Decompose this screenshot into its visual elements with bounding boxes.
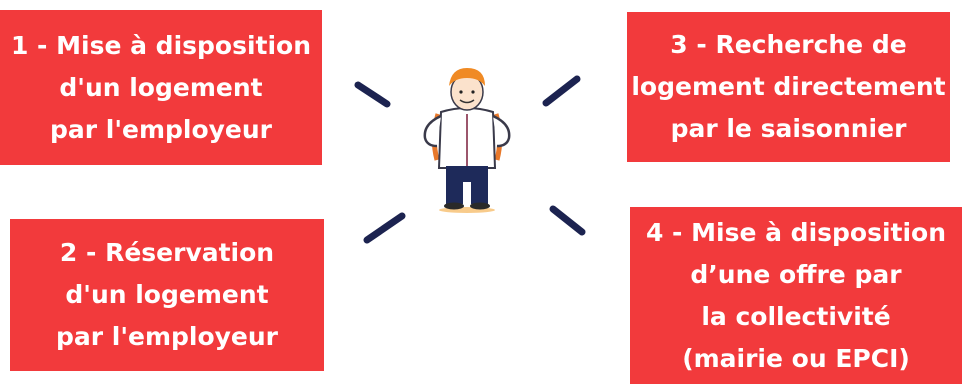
connector-bottom-left bbox=[367, 216, 402, 240]
option-2-box: 2 - Réservation d'un logement par l'empl… bbox=[10, 219, 324, 371]
option-1-line-2: d'un logement bbox=[59, 67, 262, 109]
connector-top-left bbox=[358, 85, 387, 104]
option-2-line-3: par l'employeur bbox=[56, 316, 278, 358]
option-4-box: 4 - Mise à disposition d’une offre par l… bbox=[630, 207, 962, 384]
seasonal-worker-figure-icon bbox=[345, 42, 610, 257]
option-3-line-1: 3 - Recherche de bbox=[670, 24, 906, 66]
option-3-line-2: logement directement bbox=[631, 66, 945, 108]
option-4-line-2: d’une offre par bbox=[690, 254, 901, 296]
option-1-line-3: par l'employeur bbox=[50, 109, 272, 151]
option-1-line-1: 1 - Mise à disposition bbox=[11, 25, 311, 67]
option-3-box: 3 - Recherche de logement directement pa… bbox=[627, 12, 950, 162]
connector-bottom-right bbox=[553, 209, 582, 232]
option-2-line-1: 2 - Réservation bbox=[60, 232, 274, 274]
worker-figure bbox=[425, 68, 509, 213]
option-4-line-4: (mairie ou EPCI) bbox=[682, 338, 910, 380]
option-4-line-1: 4 - Mise à disposition bbox=[646, 212, 946, 254]
option-4-line-3: la collectivité bbox=[701, 296, 890, 338]
connector-top-right bbox=[546, 79, 577, 103]
option-2-line-2: d'un logement bbox=[65, 274, 268, 316]
option-3-line-3: par le saisonnier bbox=[671, 108, 907, 150]
option-1-box: 1 - Mise à disposition d'un logement par… bbox=[0, 10, 322, 165]
